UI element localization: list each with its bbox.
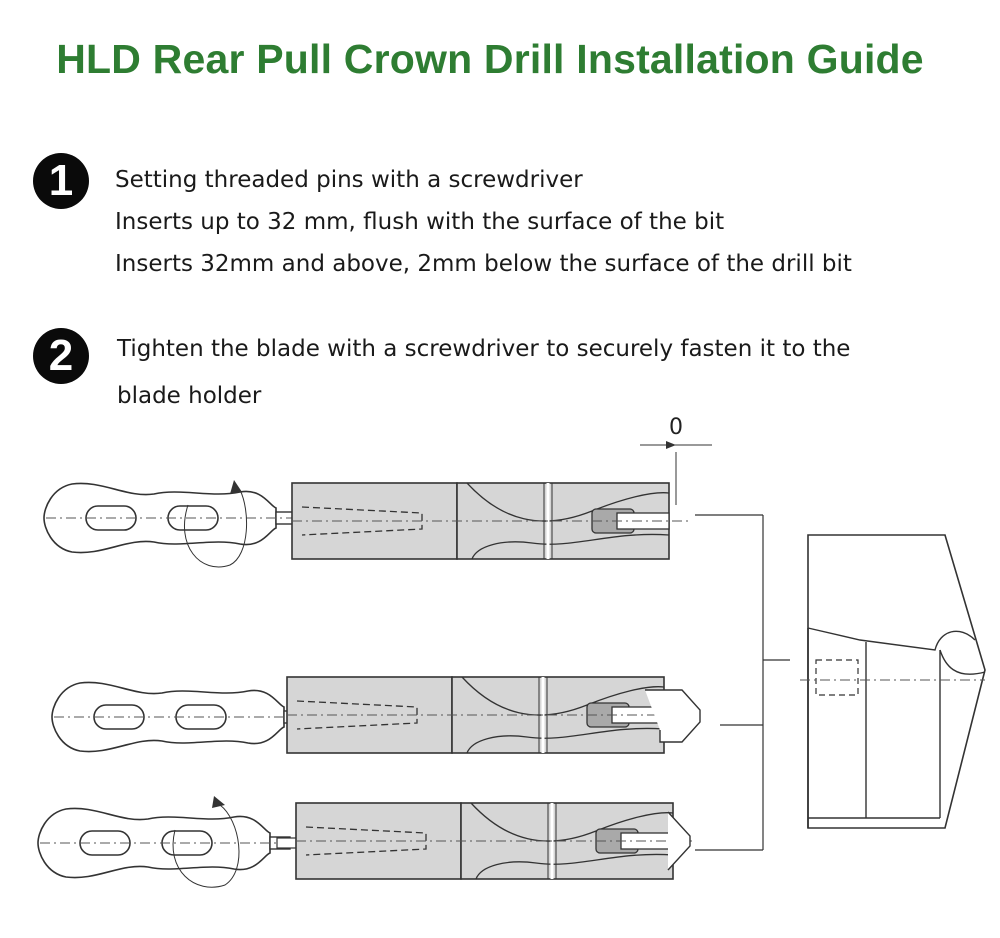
step-1-line-2: Inserts up to 32 mm, flush with the surf… <box>115 209 725 235</box>
drill-body-2 <box>285 675 689 755</box>
dimension-label: 0 <box>669 415 683 440</box>
step-1-line-1: Setting threaded pins with a screwdriver <box>115 167 583 193</box>
drill-body-1 <box>290 481 694 561</box>
step-1-badge: 1 <box>33 153 89 209</box>
step-2-line-1: Tighten the blade with a screwdriver to … <box>117 336 851 362</box>
insert-detail-view <box>800 534 986 829</box>
page-title: HLD Rear Pull Crown Drill Installation G… <box>56 36 924 82</box>
step-2-line-2: blade holder <box>117 383 262 409</box>
screwdriver-handle-1 <box>43 482 323 554</box>
drill-body-3 <box>294 801 698 881</box>
step-1-line-3: Inserts 32mm and above, 2mm below the su… <box>115 251 852 277</box>
step-2-badge: 2 <box>33 328 89 384</box>
screwdriver-handle-3 <box>37 807 317 879</box>
